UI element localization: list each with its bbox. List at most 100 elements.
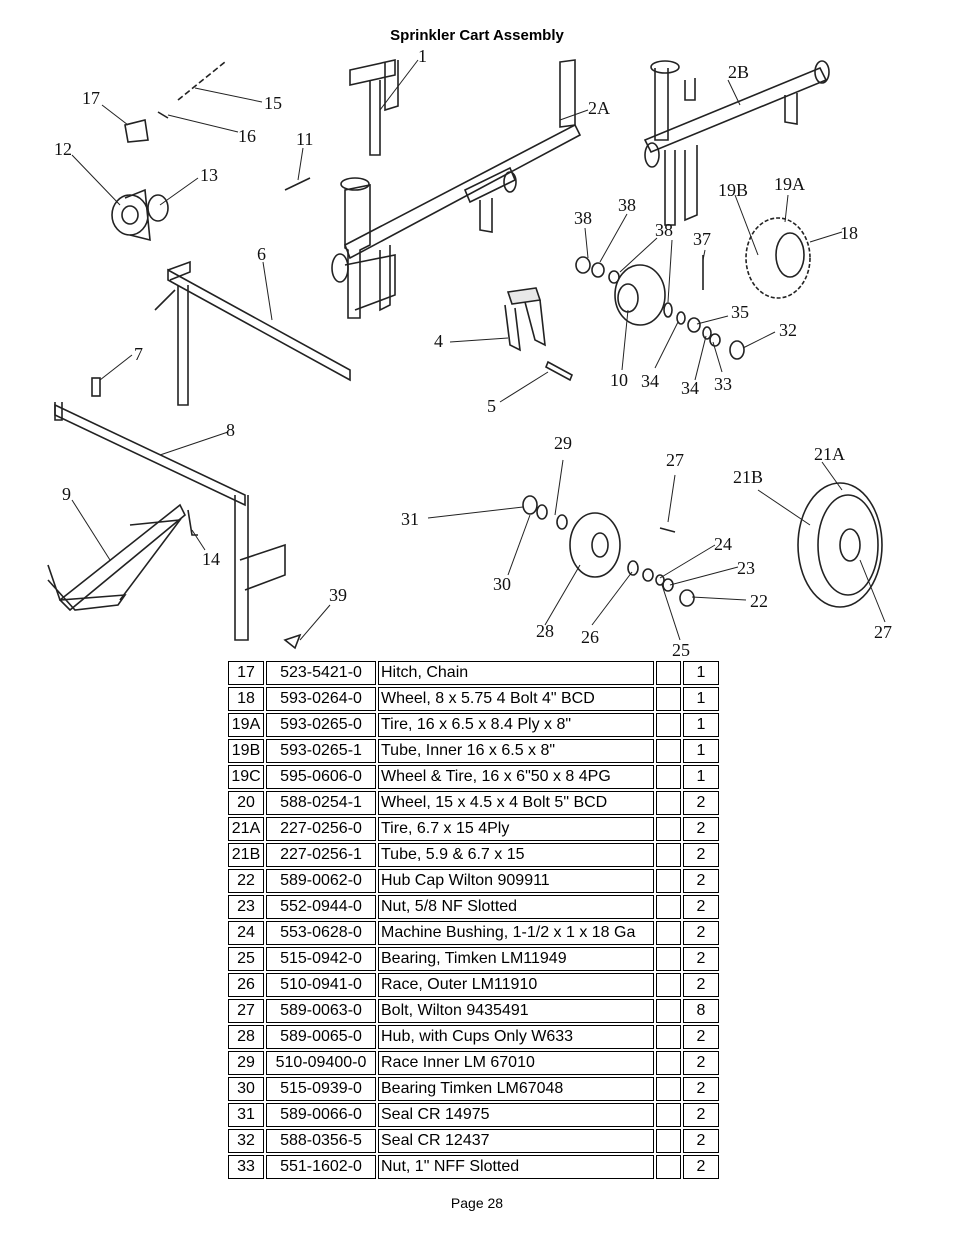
part-5-spindle [544, 360, 574, 382]
quantity-cell: 1 [683, 661, 719, 685]
callout-23: 23 [737, 558, 755, 578]
callout-29: 29 [554, 433, 572, 453]
blank-cell [656, 1155, 681, 1179]
part-number-cell: 510-0941-0 [266, 973, 376, 997]
part-number-cell: 227-0256-1 [266, 843, 376, 867]
callout-21a: 21A [814, 444, 845, 464]
callout-34a: 34 [641, 371, 659, 391]
blank-cell [656, 921, 681, 945]
description-cell: Tire, 16 x 6.5 x 8.4 Ply x 8" [378, 713, 654, 737]
item-number-cell: 25 [228, 947, 264, 971]
part-13-gasket [147, 194, 169, 222]
part-number-cell: 588-0254-1 [266, 791, 376, 815]
blank-cell [656, 1051, 681, 1075]
item-number-cell: 19C [228, 765, 264, 789]
part-number-cell: 589-0062-0 [266, 869, 376, 893]
item-number-cell: 22 [228, 869, 264, 893]
quantity-cell: 2 [683, 1155, 719, 1179]
quantity-cell: 2 [683, 921, 719, 945]
description-cell: Hub, with Cups Only W633 [378, 1025, 654, 1049]
quantity-cell: 2 [683, 973, 719, 997]
item-number-cell: 19A [228, 713, 264, 737]
item-number-cell: 23 [228, 895, 264, 919]
blank-cell [656, 999, 681, 1023]
callout-39: 39 [329, 585, 347, 605]
blank-cell [656, 895, 681, 919]
description-cell: Bolt, Wilton 9435491 [378, 999, 654, 1023]
bolt-27 [659, 527, 676, 533]
description-cell: Race, Outer LM11910 [378, 973, 654, 997]
callout-16: 16 [238, 126, 256, 146]
part-number-cell: 593-0264-0 [266, 687, 376, 711]
quantity-cell: 1 [683, 713, 719, 737]
blank-cell [656, 661, 681, 685]
part-number-cell: 588-0356-5 [266, 1129, 376, 1153]
callout-17: 17 [82, 88, 100, 108]
callout-26: 26 [581, 627, 599, 647]
quantity-cell: 2 [683, 1077, 719, 1101]
callout-9: 9 [62, 484, 71, 504]
callout-32: 32 [779, 320, 797, 340]
item-number-cell: 26 [228, 973, 264, 997]
blank-cell [656, 1025, 681, 1049]
quantity-cell: 2 [683, 1025, 719, 1049]
description-cell: Nut, 1" NFF Slotted [378, 1155, 654, 1179]
part-number-cell: 593-0265-0 [266, 713, 376, 737]
part-16-bolt [157, 111, 169, 119]
part-7-plate [91, 377, 101, 397]
item-number-cell: 21A [228, 817, 264, 841]
part-4-bracket [504, 287, 546, 352]
description-cell: Tire, 6.7 x 15 4Ply [378, 817, 654, 841]
part-number-cell: 510-09400-0 [266, 1051, 376, 1075]
description-cell: Bearing, Timken LM11949 [378, 947, 654, 971]
quantity-cell: 2 [683, 869, 719, 893]
leader-lines [71, 59, 886, 641]
part-2b-frame [643, 60, 830, 226]
callout-5: 5 [487, 396, 496, 416]
blank-cell [656, 1103, 681, 1127]
callout-4: 4 [434, 331, 443, 351]
callout-37: 37 [693, 229, 711, 249]
part-number-cell: 551-1602-0 [266, 1155, 376, 1179]
part-8-hitch-frame [54, 402, 286, 641]
quantity-cell: 2 [683, 1129, 719, 1153]
item-number-cell: 32 [228, 1129, 264, 1153]
item-number-cell: 29 [228, 1051, 264, 1075]
callout-7: 7 [134, 344, 143, 364]
callout-31: 31 [401, 509, 419, 529]
part-28-hub [569, 512, 621, 578]
callout-25: 25 [672, 640, 690, 660]
description-cell: Wheel & Tire, 16 x 6"50 x 8 4PG [378, 765, 654, 789]
callout-38b: 38 [618, 195, 636, 215]
item-number-cell: 21B [228, 843, 264, 867]
quantity-cell: 1 [683, 687, 719, 711]
blank-cell [656, 739, 681, 763]
item-number-cell: 33 [228, 1155, 264, 1179]
blank-cell [656, 765, 681, 789]
callout-28: 28 [536, 621, 554, 641]
callout-2a: 2A [588, 98, 610, 118]
callout-10: 10 [610, 370, 628, 390]
callout-34b: 34 [681, 378, 699, 398]
item-number-cell: 20 [228, 791, 264, 815]
quantity-cell: 2 [683, 1103, 719, 1127]
callout-1: 1 [418, 46, 427, 66]
callout-24: 24 [714, 534, 732, 554]
part-2a-frame [331, 59, 582, 319]
part-number-cell: 523-5421-0 [266, 661, 376, 685]
callout-30: 30 [493, 574, 511, 594]
description-cell: Seal CR 12437 [378, 1129, 654, 1153]
description-cell: Bearing Timken LM67048 [378, 1077, 654, 1101]
part-number-cell: 515-0939-0 [266, 1077, 376, 1101]
page-number: Page 28 [450, 1195, 504, 1211]
blank-cell [656, 817, 681, 841]
callout-38a: 38 [574, 208, 592, 228]
